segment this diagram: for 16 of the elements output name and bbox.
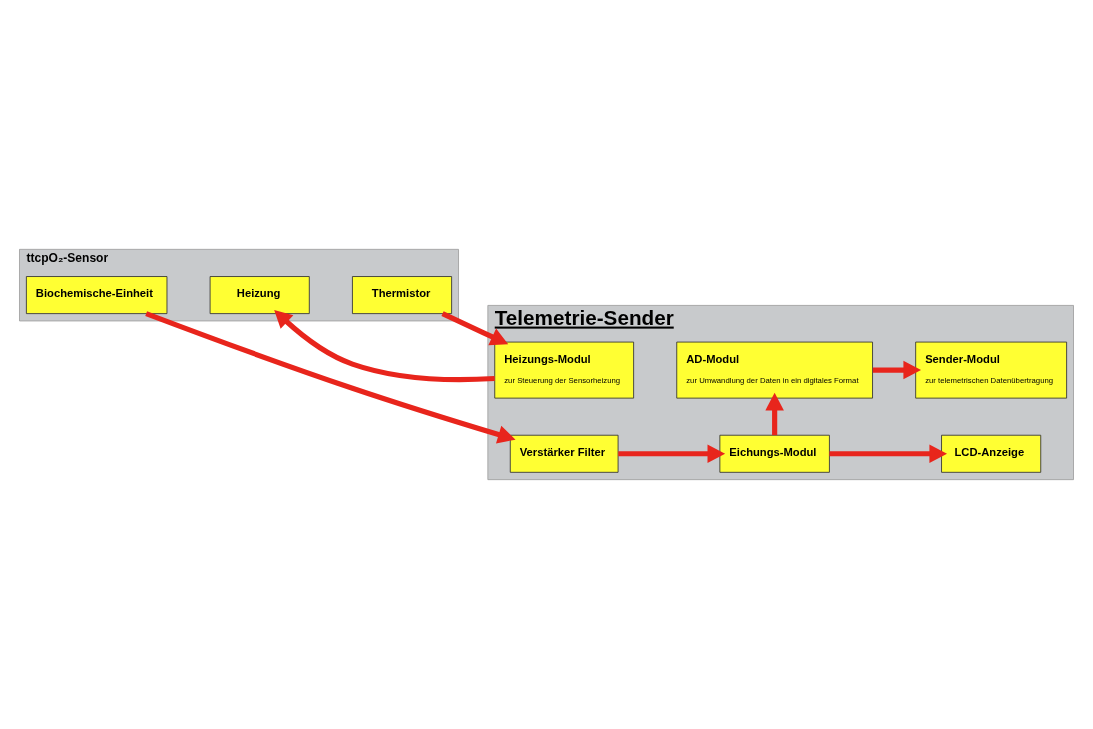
- node-box: Verstärker Filter: [509, 434, 619, 473]
- node-box: Thermistor: [352, 276, 453, 315]
- node-box: AD-Modul zur Umwandlung der Daten in ein digitales Format: [676, 341, 873, 399]
- arrow: [145, 311, 516, 444]
- arrow: [765, 392, 784, 436]
- node-box: Heizung: [209, 276, 310, 315]
- node-box: Eichungs-Modul: [719, 434, 830, 473]
- node-box: LCD-Anzeige: [941, 434, 1042, 473]
- arrow: [441, 311, 509, 346]
- arrow: [618, 444, 726, 464]
- node-box: Biochemische-Einheit: [25, 276, 168, 315]
- node-box: Sender-Modul zur telemetrischen Datenübertragung: [915, 341, 1068, 399]
- arrow: [872, 360, 922, 380]
- arrow: [829, 444, 948, 464]
- arrow: [274, 309, 495, 383]
- node-box: Heizungs-Modul zur Steuerung der Sensorheizung: [494, 341, 635, 399]
